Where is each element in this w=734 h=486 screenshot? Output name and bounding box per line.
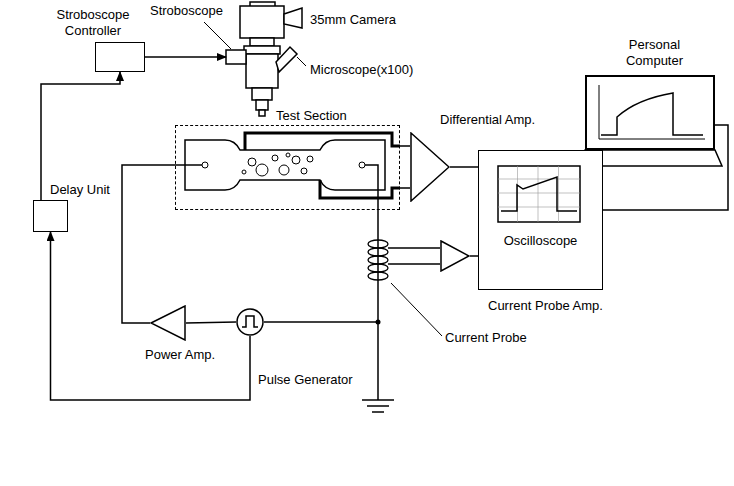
current-probe-coil xyxy=(368,240,388,280)
amplifier-triangle xyxy=(411,133,449,201)
part-label: 35mm Camera xyxy=(310,12,396,28)
grid-line xyxy=(498,193,580,194)
computer-screen: Personal Computer xyxy=(585,75,715,150)
leader-line xyxy=(391,283,442,336)
plot-axes xyxy=(599,85,705,139)
delay-unit-box: Delay Unit xyxy=(33,200,68,232)
microscope-body xyxy=(246,54,278,88)
junction-dot xyxy=(376,320,381,325)
pulse-symbol xyxy=(242,316,258,327)
node-heading: Differential Amp. xyxy=(440,112,535,128)
part-label: Stroboscope xyxy=(150,3,223,19)
amplifier-triangle xyxy=(151,306,185,340)
microscope-neck xyxy=(250,38,274,46)
differential-amp: Differential Amp. xyxy=(410,132,450,202)
plot-curve xyxy=(601,93,703,135)
connector xyxy=(400,146,410,188)
pulse-generator: Pulse Generator xyxy=(236,308,264,336)
generator-circle xyxy=(237,309,263,335)
differential-amp-symbol xyxy=(410,132,450,202)
trigger-wire xyxy=(145,56,226,58)
objective xyxy=(252,88,272,100)
objective-lens xyxy=(259,110,265,116)
oscilloscope-box: Oscilloscope xyxy=(478,150,603,290)
node-heading: Power Amp. xyxy=(145,347,215,363)
connector xyxy=(450,166,478,168)
leader-line xyxy=(297,57,306,66)
node-heading: Stroboscope Controller xyxy=(47,7,139,39)
grid-line xyxy=(498,179,580,180)
voltage-tap xyxy=(245,133,400,150)
grid-line xyxy=(558,166,559,222)
node-heading: Personal Computer xyxy=(612,37,697,69)
node-heading: Pulse Generator xyxy=(258,372,353,388)
voltage-tap xyxy=(320,180,400,198)
node-heading: Delay Unit xyxy=(50,182,110,198)
eyepiece xyxy=(276,47,297,72)
connector xyxy=(470,255,478,257)
part-label: Current Probe xyxy=(445,330,527,346)
terminal xyxy=(359,162,365,168)
controller-box: Stroboscope Controller xyxy=(95,42,145,72)
ground-symbol xyxy=(362,400,394,412)
oscilloscope-screen xyxy=(497,165,581,223)
wire xyxy=(264,321,378,323)
wire xyxy=(175,164,202,166)
power-amp-symbol xyxy=(150,305,186,341)
test-section: Test Section xyxy=(175,125,400,210)
connector xyxy=(186,322,236,323)
grid-line xyxy=(538,166,539,222)
pulse-generator-symbol xyxy=(236,308,264,336)
leader-line xyxy=(204,22,231,49)
microscope-ring xyxy=(244,46,280,54)
screen-frame xyxy=(498,166,580,222)
connector xyxy=(51,232,251,400)
amplifier-triangle xyxy=(441,241,469,271)
terminal xyxy=(202,162,208,168)
microscope xyxy=(226,2,302,116)
camera-body xyxy=(240,6,284,38)
power-amp: Power Amp. xyxy=(150,305,186,341)
specimen xyxy=(185,140,385,190)
node-heading: Current Probe Amp. xyxy=(488,298,603,314)
computer-plot xyxy=(587,77,713,148)
bubbles xyxy=(242,153,313,176)
connector xyxy=(122,165,175,323)
connector xyxy=(41,72,120,200)
current-probe-amp-symbol xyxy=(440,240,470,272)
node-label: Oscilloscope xyxy=(479,233,602,248)
objective-tip xyxy=(256,100,268,110)
part-label: Microscope(x100) xyxy=(310,62,413,78)
grid-line xyxy=(498,207,580,208)
wire xyxy=(365,165,378,400)
waveform xyxy=(501,177,577,211)
wire xyxy=(388,263,440,264)
stroboscope-lamp xyxy=(226,50,246,64)
wire xyxy=(388,247,440,248)
camera-viewfinder xyxy=(284,8,302,28)
node-heading: Test Section xyxy=(276,108,347,124)
current-probe-amp: Current Probe Amp. xyxy=(440,240,470,272)
